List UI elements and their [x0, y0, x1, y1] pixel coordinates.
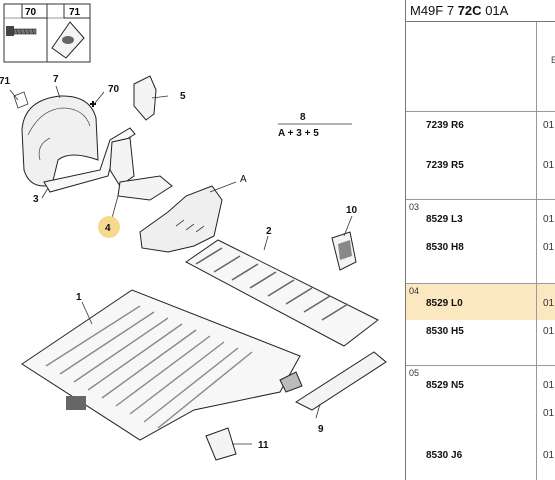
part-ref[interactable]: 7239 R6	[426, 120, 464, 131]
part-qty: 01	[543, 450, 555, 461]
clip-10	[331, 231, 357, 271]
header-prefix: M49F 7	[410, 3, 455, 18]
part-ref[interactable]: 8529 L0	[426, 298, 463, 309]
callout-5: 5	[180, 91, 186, 102]
rear-cover-A	[139, 185, 223, 253]
column-divider	[536, 22, 537, 480]
wheel-arch-liner	[13, 91, 99, 187]
screw-icon	[6, 26, 37, 36]
bracket-5	[133, 75, 157, 121]
sill-9	[294, 351, 387, 411]
part-qty: 01	[543, 298, 555, 309]
part-qty: 01	[543, 326, 555, 337]
clip-11	[205, 427, 237, 461]
callout-7: 7	[53, 74, 59, 85]
highlight-band	[406, 284, 555, 320]
table-subheader: E	[406, 22, 555, 112]
part-qty: 01	[543, 120, 555, 131]
table-group: 03 8529 L3 01 8530 H8 01	[406, 200, 555, 284]
group-number: 05	[409, 368, 420, 378]
callout-4: 4	[105, 223, 111, 234]
inset-box: 70 71	[3, 3, 91, 63]
part-ref[interactable]: 8529 N5	[426, 380, 464, 391]
part-qty: 01	[543, 214, 555, 225]
group-number: 03	[409, 202, 420, 212]
floor-panel-2	[185, 239, 379, 347]
subheader-fragment: E	[551, 55, 555, 65]
table-group: 7239 R6 01 7239 R5 01	[406, 112, 555, 200]
table-header: M49F 7 72C 01A	[406, 0, 555, 22]
formula: A + 3 + 5	[278, 128, 319, 139]
callout-71: 71	[0, 76, 11, 87]
part-qty: 01	[543, 408, 555, 419]
part-qty: 01	[543, 380, 555, 391]
fastener-icon	[90, 101, 96, 107]
callout-1: 1	[76, 292, 82, 303]
part-qty: 01	[543, 160, 555, 171]
part-ref[interactable]: 8530 J6	[426, 450, 463, 461]
part-ref[interactable]: 8530 H5	[426, 326, 464, 337]
main-floor-1	[21, 289, 303, 441]
callout-70: 70	[108, 84, 120, 95]
callout-8: 8	[300, 112, 306, 123]
part-ref[interactable]: 8530 H8	[426, 242, 464, 253]
parts-table: M49F 7 72C 01A E 7239 R6 01 7239 R5 01 0…	[405, 0, 555, 480]
callout-3: 3	[33, 194, 39, 205]
inset-label-71: 71	[69, 7, 81, 18]
callout-11: 11	[258, 440, 269, 451]
table-group: 05 8529 N5 01 01 8530 J6 01	[406, 366, 555, 480]
part-ref[interactable]: 8529 L3	[426, 214, 463, 225]
callout-A: A	[240, 174, 247, 185]
table-group-highlighted: 04 8529 L0 01 8530 H5 01	[406, 284, 555, 366]
leader-lines	[9, 85, 353, 445]
exploded-parts-diagram: 70 71	[0, 3, 387, 461]
callout-9: 9	[318, 424, 324, 435]
part-qty: 01	[543, 242, 555, 253]
highlight-circle	[98, 216, 120, 238]
part-ref[interactable]: 7239 R5	[426, 160, 464, 171]
bracket-4	[109, 137, 173, 201]
header-bold: 72C	[457, 3, 482, 18]
header-suffix: 01A	[485, 3, 509, 18]
callout-10: 10	[346, 205, 358, 216]
inset-label-70: 70	[25, 7, 37, 18]
callout-2: 2	[266, 226, 272, 237]
clip-icon	[51, 21, 85, 59]
group-number: 04	[409, 286, 420, 296]
